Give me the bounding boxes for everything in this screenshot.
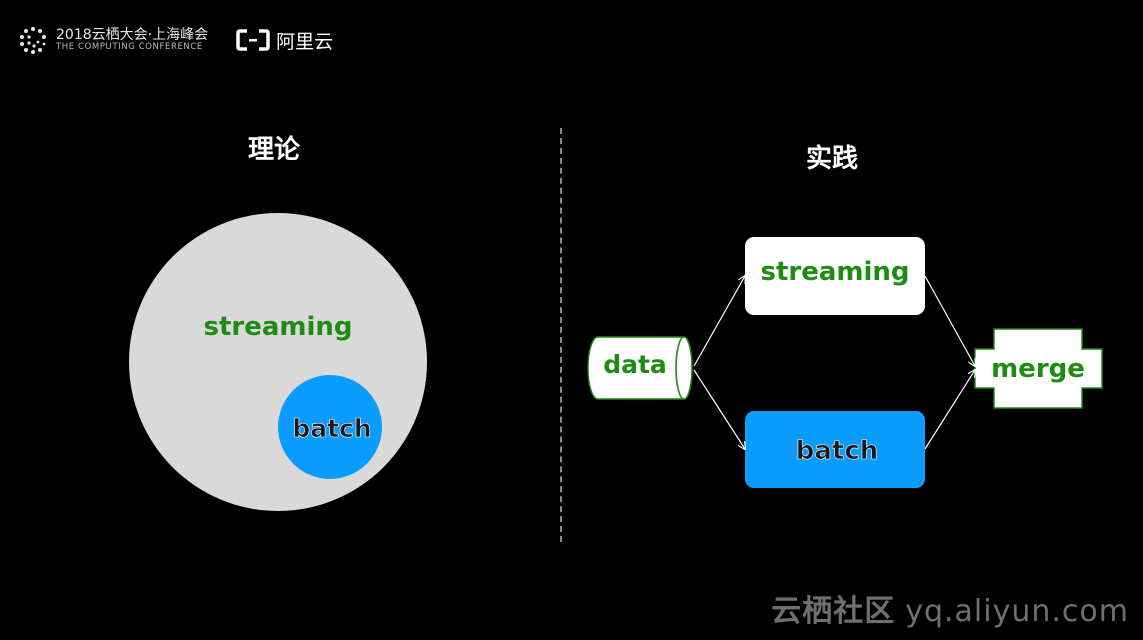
conference-emblem-icon [20, 27, 46, 54]
conference-text: 2018云栖大会·上海峰会 THE COMPUTING CONFERENCE [56, 26, 209, 53]
batch-node-label: batch [796, 436, 879, 466]
aliyun-logo: 阿里云 [236, 27, 333, 54]
aliyun-bracket-icon [236, 29, 270, 51]
aliyun-brand-name: 阿里云 [276, 30, 334, 53]
arrow-batch-to-merge [924, 370, 975, 450]
conference-subtitle: THE COMPUTING CONFERENCE [56, 42, 203, 53]
arrow-data-to-batch [693, 369, 745, 449]
conference-logo: 2018云栖大会·上海峰会 THE COMPUTING CONFERENCE [18, 25, 208, 55]
footer-brand-name: 云栖社区 [771, 594, 896, 629]
footer-watermark: 云栖社区 yq.aliyun.com [771, 586, 1129, 630]
data-source-node [587, 336, 693, 400]
arrow-data-to-streaming [693, 276, 745, 367]
data-source-label: data [603, 350, 667, 379]
left-section-title: 理论 [248, 135, 301, 165]
batch-circle [278, 375, 382, 479]
merge-node [974, 328, 1103, 409]
streaming-node [745, 237, 925, 315]
streaming-circle-label: streaming [203, 312, 352, 342]
streaming-node-label: streaming [760, 257, 909, 287]
batch-circle-label: batch [292, 414, 371, 443]
merge-node-label: merge [991, 354, 1085, 384]
arrow-streaming-to-merge [924, 275, 975, 366]
batch-node [745, 411, 925, 488]
conference-title: 2018云栖大会·上海峰会 [56, 26, 209, 43]
section-divider [560, 128, 562, 542]
streaming-circle [129, 213, 427, 511]
footer-domain: yq.aliyun.com [905, 594, 1129, 629]
right-section-title: 实践 [806, 144, 859, 174]
header: 2018云栖大会·上海峰会 THE COMPUTING CONFERENCE 阿… [18, 22, 333, 58]
